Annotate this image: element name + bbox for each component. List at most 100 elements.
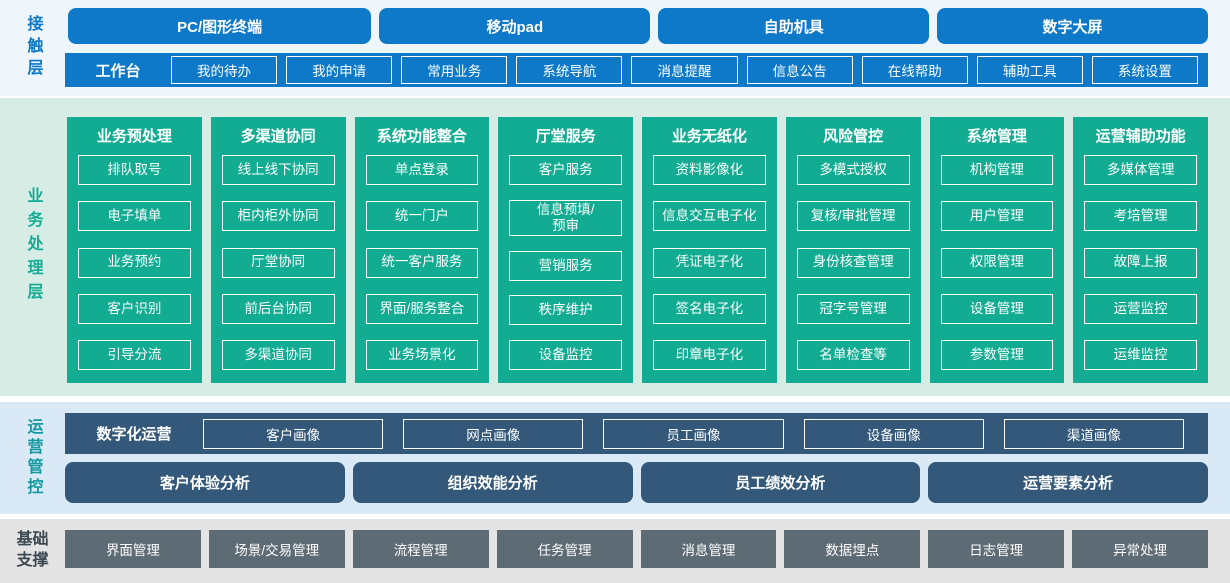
foundation-box: 数据埋点 [784,530,921,568]
module-chip: 业务预约 [78,247,191,278]
workbench-item: 消息提醒 [631,56,738,84]
analysis-box: 员工绩效分析 [640,462,921,503]
column-item-list: 单点登录统一门户统一客户服务界面/服务整合业务场景化 [365,155,479,370]
profile-chip: 设备画像 [803,418,984,449]
module-chip: 机构管理 [940,155,1054,185]
contact-layer-label-column: 接触层 [0,0,65,96]
contact-layer-label: 接触层 [24,15,42,81]
column-title: 厅堂服务 [535,128,596,145]
module-chip: 凭证电子化 [653,247,766,278]
profile-chip: 员工画像 [603,418,784,449]
foundation-box: 界面管理 [65,530,201,568]
column-title: 业务预处理 [96,128,172,145]
module-chip: 考培管理 [1084,201,1197,232]
module-chip: 名单检查等 [796,340,910,370]
workbench-item: 信息公告 [746,56,853,84]
profile-chip: 网点画像 [403,418,584,449]
business-layer-content: 业务预处理排队取号电子填单业务预约客户识别引导分流多渠道协同线上线下协同柜内柜外… [65,98,1208,396]
foundation-box: 异常处理 [1072,530,1208,568]
module-chip: 故障上报 [1084,247,1197,278]
business-column: 系统管理机构管理用户管理权限管理设备管理参数管理 [929,117,1065,383]
module-chip: 参数管理 [940,340,1054,370]
business-processing-layer-section: 业务处理层 业务预处理排队取号电子填单业务预约客户识别引导分流多渠道协同线上线下… [0,98,1230,396]
business-column-row: 业务预处理排队取号电子填单业务预约客户识别引导分流多渠道协同线上线下协同柜内柜外… [67,117,1208,383]
column-item-list: 客户服务信息预填/ 预审营销服务秩序维护设备监控 [509,155,622,370]
workbench-item-row: 我的待办我的申请常用业务系统导航消息提醒信息公告在线帮助辅助工具系统设置 [171,56,1198,84]
column-title: 业务无纸化 [671,128,747,145]
analysis-box-row: 客户体验分析组织效能分析员工绩效分析运营要素分析 [65,462,1208,503]
operations-control-layer-section: 运营管控 数字化运营 客户画像网点画像员工画像设备画像渠道画像 客户体验分析组织… [0,402,1230,514]
column-item-list: 多模式授权复核/审批管理身份核查管理冠字号管理名单检查等 [796,155,910,370]
operations-layer-label-column: 运营管控 [0,402,65,514]
module-chip: 信息交互电子化 [653,201,766,232]
operations-layer-label: 运营管控 [24,418,42,498]
business-column: 多渠道协同线上线下协同柜内柜外协同厅堂协同前后台协同多渠道协同 [210,117,346,383]
business-column: 系统功能整合单点登录统一门户统一客户服务界面/服务整合业务场景化 [354,117,490,383]
foundation-layer-content: 界面管理场景/交易管理流程管理任务管理消息管理数据埋点日志管理异常处理 [65,519,1208,583]
module-chip: 前后台协同 [221,293,335,324]
foundation-layer-label-column: 基础支撑 [0,519,65,583]
column-title: 运营辅助功能 [1095,128,1186,145]
analysis-box: 客户体验分析 [65,462,345,503]
module-chip: 运营监控 [1084,293,1197,324]
terminal-box: 数字大屏 [937,8,1208,44]
module-chip: 统一门户 [365,201,479,232]
column-item-list: 线上线下协同柜内柜外协同厅堂协同前后台协同多渠道协同 [221,155,335,370]
module-chip: 秩序维护 [509,295,622,326]
module-chip: 身份核查管理 [796,247,910,278]
profile-chip: 客户画像 [203,418,384,449]
digital-operations-label: 数字化运营 [96,426,172,443]
module-chip: 客户识别 [78,293,191,324]
business-column: 厅堂服务客户服务信息预填/ 预审营销服务秩序维护设备监控 [498,117,633,383]
workbench-item: 常用业务 [401,56,508,84]
module-chip: 引导分流 [78,340,191,370]
module-chip: 签名电子化 [653,293,766,324]
analysis-box: 运营要素分析 [928,462,1208,503]
module-chip: 多渠道协同 [221,340,335,370]
column-title: 系统管理 [966,128,1027,145]
module-chip: 柜内柜外协同 [221,201,335,232]
module-chip: 电子填单 [78,201,191,232]
operations-layer-content: 数字化运营 客户画像网点画像员工画像设备画像渠道画像 客户体验分析组织效能分析员… [65,402,1208,514]
module-chip: 权限管理 [940,247,1054,278]
terminal-box: 移动pad [379,8,651,44]
column-item-list: 机构管理用户管理权限管理设备管理参数管理 [940,155,1054,370]
digital-operations-bar: 数字化运营 客户画像网点画像员工画像设备画像渠道画像 [65,413,1208,454]
business-column: 业务预处理排队取号电子填单业务预约客户识别引导分流 [67,117,202,383]
module-chip: 印章电子化 [653,340,766,370]
workbench-item: 我的申请 [286,56,393,84]
foundation-layer-label: 基础支撑 [16,531,49,569]
foundation-box: 任务管理 [496,530,633,568]
module-chip: 营销服务 [509,250,622,281]
module-chip: 运维监控 [1084,340,1197,370]
workbench-item: 在线帮助 [861,56,968,84]
profile-chip: 渠道画像 [1003,418,1185,449]
foundation-box: 流程管理 [352,530,489,568]
module-chip: 多模式授权 [796,155,910,185]
business-column: 运营辅助功能多媒体管理考培管理故障上报运营监控运维监控 [1073,117,1208,383]
module-chip: 复核/审批管理 [796,201,910,232]
foundation-box: 日志管理 [928,530,1065,568]
column-title: 多渠道协同 [240,128,316,145]
module-chip: 设备监控 [509,340,622,370]
module-chip: 线上线下协同 [221,155,335,185]
module-chip: 多媒体管理 [1084,155,1197,185]
module-chip: 统一客户服务 [365,247,479,278]
workbench-bar: 工作台 我的待办我的申请常用业务系统导航消息提醒信息公告在线帮助辅助工具系统设置 [65,53,1208,87]
foundation-box: 场景/交易管理 [208,530,345,568]
module-chip: 设备管理 [940,293,1054,324]
column-item-list: 多媒体管理考培管理故障上报运营监控运维监控 [1084,155,1197,370]
foundation-box: 消息管理 [640,530,777,568]
workbench-item: 系统导航 [516,56,623,84]
business-layer-label: 业务处理层 [24,187,42,307]
foundation-support-layer-section: 基础支撑 界面管理场景/交易管理流程管理任务管理消息管理数据埋点日志管理异常处理 [0,519,1230,583]
business-column: 业务无纸化资料影像化信息交互电子化凭证电子化签名电子化印章电子化 [642,117,777,383]
analysis-box: 组织效能分析 [352,462,633,503]
business-layer-label-column: 业务处理层 [0,98,65,396]
module-chip: 信息预填/ 预审 [509,199,622,237]
module-chip: 排队取号 [78,155,191,185]
terminal-box: 自助机具 [658,8,930,44]
workbench-label: 工作台 [95,62,141,80]
